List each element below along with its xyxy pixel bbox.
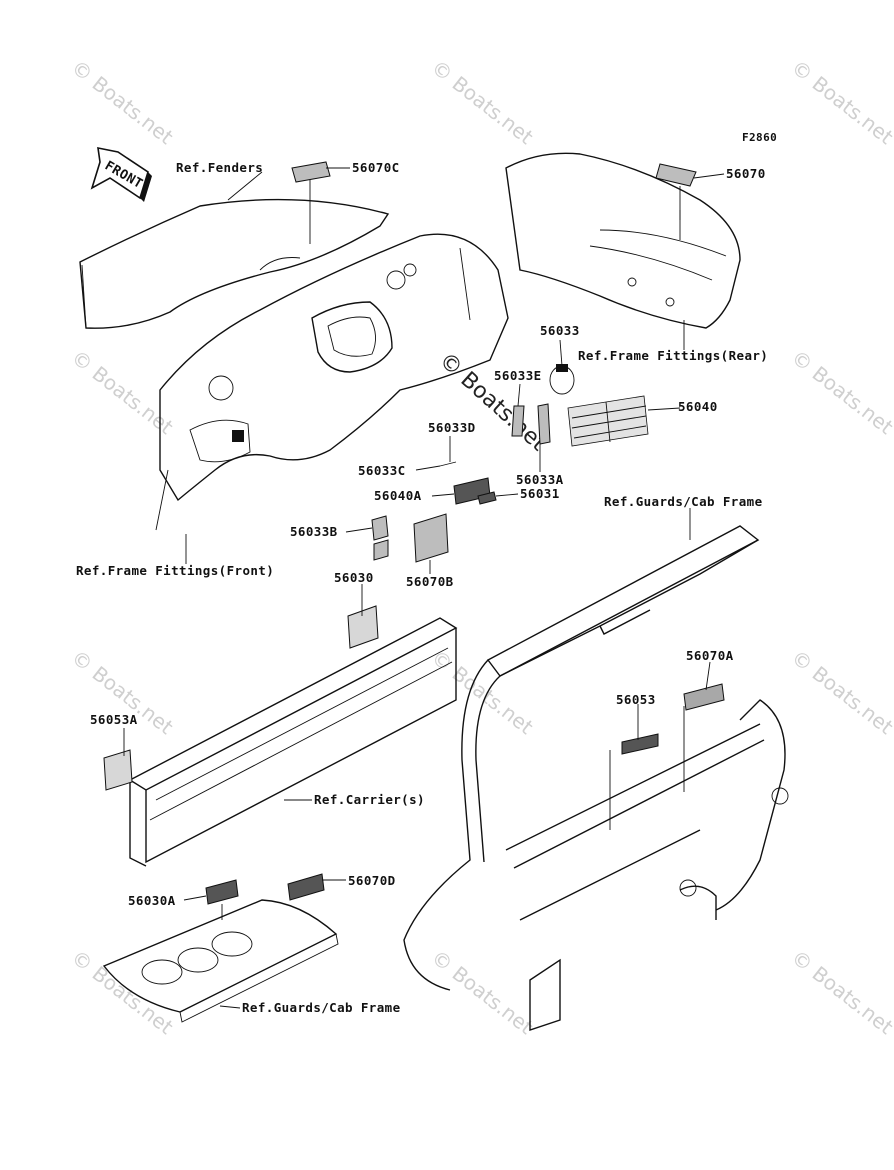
label-56030[interactable]: 56030 — [334, 570, 374, 585]
decal-56033E[interactable] — [511, 405, 525, 437]
watermark: © Boats.net — [427, 645, 538, 739]
watermark: © Boats.net — [67, 55, 178, 149]
decal-56033[interactable] — [549, 364, 575, 395]
label-56070A[interactable]: 56070A — [686, 648, 734, 663]
label-ref-guards-top: Ref.Guards/Cab Frame — [604, 494, 763, 509]
leader-lines — [123, 167, 725, 1009]
label-56033B[interactable]: 56033B — [290, 524, 338, 539]
figure-code: F2860 — [742, 131, 777, 144]
decal-56033A[interactable] — [537, 403, 551, 445]
label-ref-carrier: Ref.Carrier(s) — [314, 792, 425, 807]
label-56070B[interactable]: 56070B — [406, 574, 454, 589]
label-56033A[interactable]: 56033A — [516, 472, 564, 487]
watermark: © Boats.net — [787, 345, 894, 439]
decal-56031[interactable] — [477, 491, 497, 505]
callout-labels: Ref.Fenders 56070C 56070 56033 Ref.Frame… — [76, 160, 768, 1015]
label-ref-guards-bottom: Ref.Guards/Cab Frame — [242, 1000, 401, 1015]
front-arrow-icon: FRONT — [90, 146, 152, 202]
watermark: © Boats.net — [427, 945, 538, 1039]
guard-cab-frame — [403, 525, 789, 1031]
watermark: © Boats.net — [787, 645, 894, 739]
center-watermark: © Boats.net — [434, 348, 551, 457]
watermark: © Boats.net — [427, 55, 538, 149]
decal-56040[interactable] — [567, 395, 649, 447]
label-56033C[interactable]: 56033C — [358, 463, 406, 478]
watermark: © Boats.net — [67, 345, 178, 439]
watermark: © Boats.net — [787, 945, 894, 1039]
decal-56033B[interactable] — [371, 515, 389, 561]
bottom-guard-panel — [102, 873, 339, 1023]
label-ref-frame-rear: Ref.Frame Fittings(Rear) — [578, 348, 768, 363]
label-ref-frame-front: Ref.Frame Fittings(Front) — [76, 563, 274, 578]
label-56070D[interactable]: 56070D — [348, 873, 396, 888]
rear-frame-fitting — [505, 152, 741, 329]
label-ref-fenders: Ref.Fenders — [176, 160, 263, 175]
label-56040[interactable]: 56040 — [678, 399, 718, 414]
label-56033E[interactable]: 56033E — [494, 368, 542, 383]
decal-56033D[interactable] — [439, 461, 457, 467]
watermark: © Boats.net — [67, 945, 178, 1039]
label-56053[interactable]: 56053 — [616, 692, 656, 707]
front-fender-dash-assembly — [79, 198, 509, 531]
decal-56070[interactable] — [655, 163, 697, 187]
decal-56070C[interactable] — [291, 161, 331, 183]
label-56053A[interactable]: 56053A — [90, 712, 138, 727]
label-56033[interactable]: 56033 — [540, 323, 580, 338]
label-56040A[interactable]: 56040A — [374, 488, 422, 503]
decal-56070B[interactable] — [413, 513, 449, 563]
label-56033D[interactable]: 56033D — [428, 420, 476, 435]
label-56070[interactable]: 56070 — [726, 166, 766, 181]
label-56070C[interactable]: 56070C — [352, 160, 400, 175]
label-56030A[interactable]: 56030A — [128, 893, 176, 908]
watermark: © Boats.net — [787, 55, 894, 149]
watermark-layer: © Boats.net © Boats.net © Boats.net © Bo… — [67, 55, 894, 1039]
label-56031[interactable]: 56031 — [520, 486, 560, 501]
carrier — [103, 605, 458, 867]
